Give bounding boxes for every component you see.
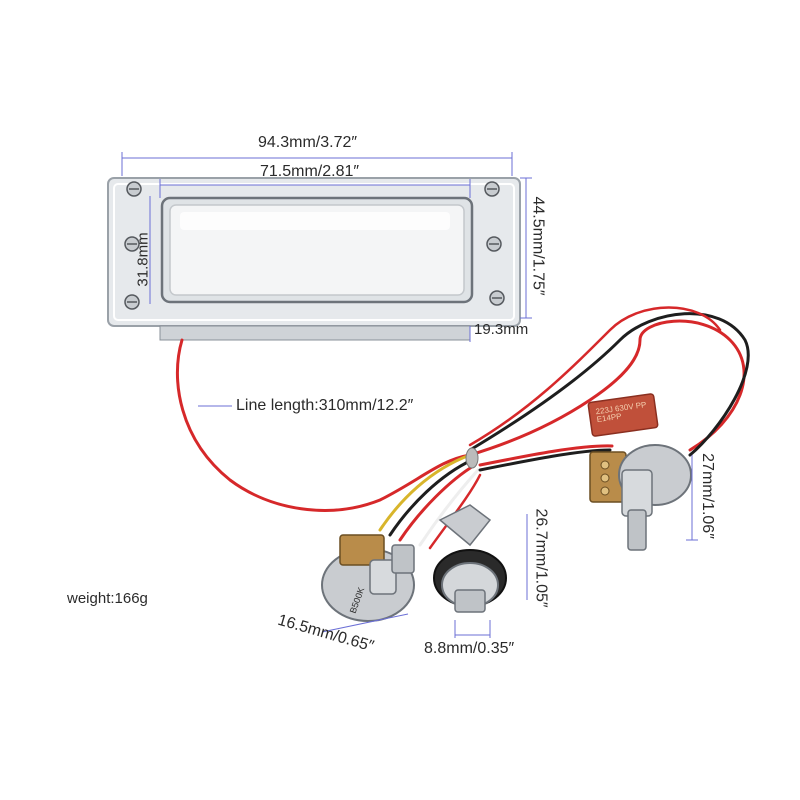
potentiometer-left — [321, 534, 415, 622]
inner-height-label: 31.8mm — [134, 232, 152, 287]
pot-right-length-label: 27mm/1.06″ — [698, 453, 716, 539]
output-jack — [433, 504, 507, 613]
inner-width-label: 71.5mm/2.81″ — [260, 163, 360, 180]
dimension-lines — [121, 152, 698, 638]
jack-diameter-label: 8.8mm/0.35″ — [424, 640, 515, 657]
jack-length-label: 26.7mm/1.05″ — [532, 508, 550, 608]
line-length-label: Line length:310mm/12.2″ — [236, 397, 414, 414]
height-label: 44.5mm/1.75″ — [529, 196, 547, 296]
weight-label: weight:166g — [67, 590, 148, 607]
wiring-harness — [175, 306, 750, 550]
potentiometer-right — [589, 444, 692, 551]
pickup-mounting-ring — [107, 177, 521, 341]
capacitor — [587, 393, 659, 437]
overall-width-label: 94.3mm/3.72″ — [258, 134, 358, 151]
screw-icon — [124, 181, 505, 310]
depth-label: 19.3mm — [474, 321, 529, 338]
